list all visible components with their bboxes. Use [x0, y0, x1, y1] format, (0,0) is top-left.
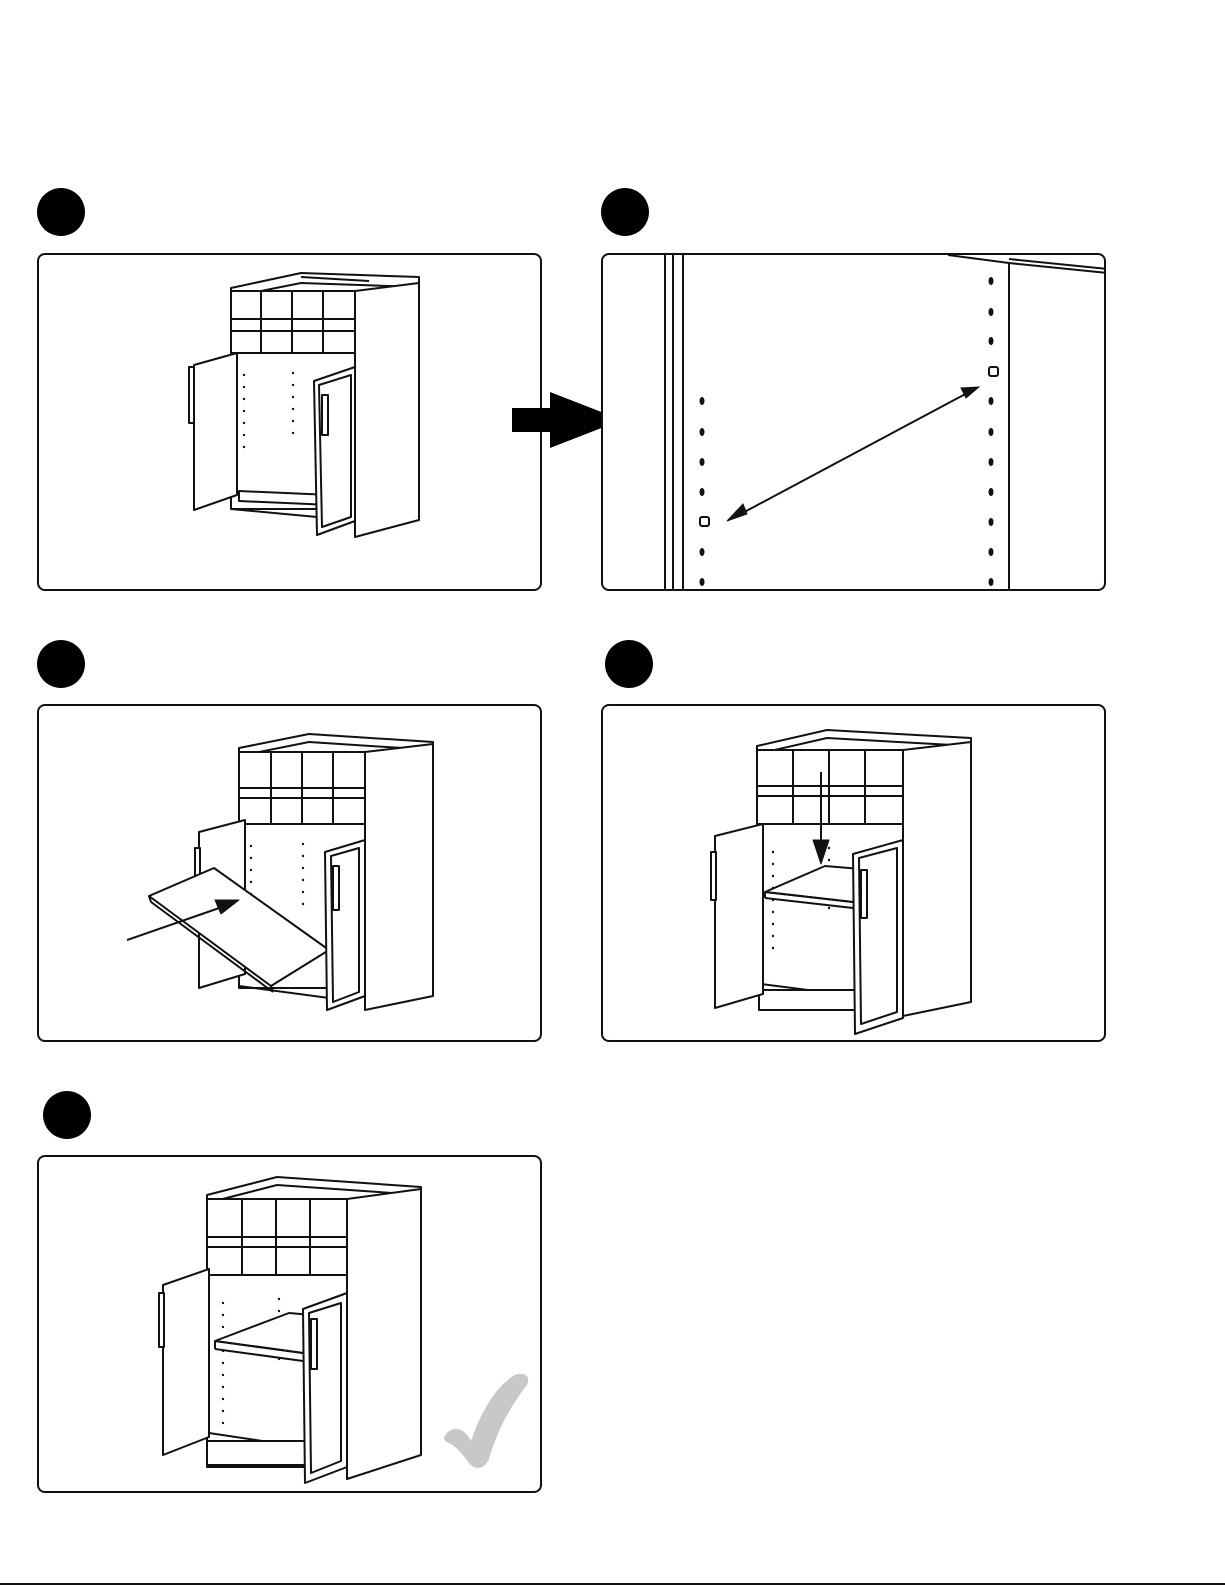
step-4-panel [601, 704, 1106, 1042]
cabinet-doors-open-illustration [39, 255, 542, 591]
step-1-panel [37, 253, 542, 591]
insert-shelf-illustration [39, 706, 542, 1042]
checkmark-icon [441, 1371, 533, 1471]
step-3-panel [37, 704, 542, 1042]
step-1-badge [37, 188, 85, 236]
step-4-badge [605, 640, 653, 688]
step-2-panel [601, 253, 1106, 591]
step-5-panel [37, 1155, 542, 1493]
step-5-badge [43, 1091, 91, 1139]
lower-shelf-illustration [603, 706, 1106, 1042]
step-3-badge [37, 640, 85, 688]
step-2-badge [601, 188, 649, 236]
shelf-pin-holes-closeup-illustration [603, 255, 1106, 591]
